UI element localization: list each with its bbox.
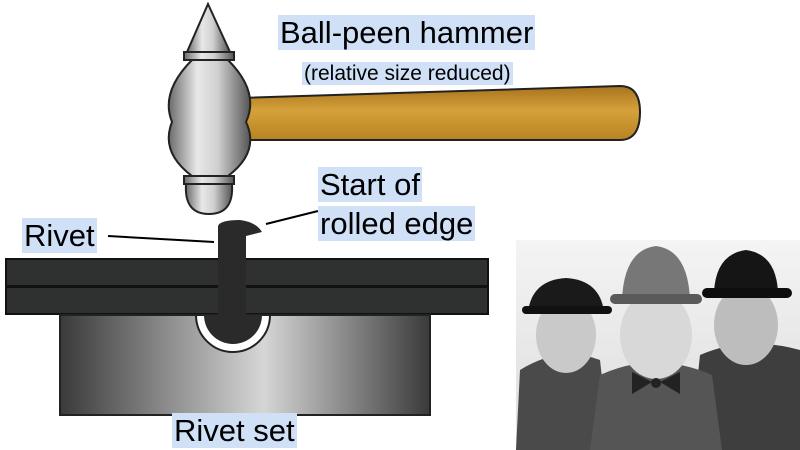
rivet-head	[204, 315, 262, 344]
rolled-edge-label: Start of rolled edge	[318, 166, 476, 244]
hammer-head-icon	[167, 1, 252, 216]
hammer-note-label: (relative size reduced)	[302, 62, 513, 85]
rivet-label: Rivet	[22, 218, 97, 253]
hammer-note-text: (relative size reduced)	[302, 62, 513, 85]
rolled-edge-leader-line	[265, 210, 319, 225]
hammer-title-label: Ball-peen hammer	[278, 15, 536, 50]
three-men-photo	[516, 240, 800, 450]
rivet-shank	[218, 226, 246, 316]
rolled-edge-label-line1: Start of	[318, 167, 422, 202]
hammer-handle	[237, 84, 642, 141]
lower-plate	[5, 286, 489, 315]
rivet-set-label: Rivet set	[172, 413, 297, 448]
upper-plate	[5, 258, 489, 287]
rivet-leader-line	[107, 235, 215, 243]
rolled-edge-label-line2: rolled edge	[318, 205, 476, 241]
rivet-label-text: Rivet	[22, 218, 97, 253]
hammer-title-text: Ball-peen hammer	[278, 15, 536, 50]
rolled-edge	[218, 220, 262, 236]
rivet-set-label-text: Rivet set	[172, 413, 297, 448]
